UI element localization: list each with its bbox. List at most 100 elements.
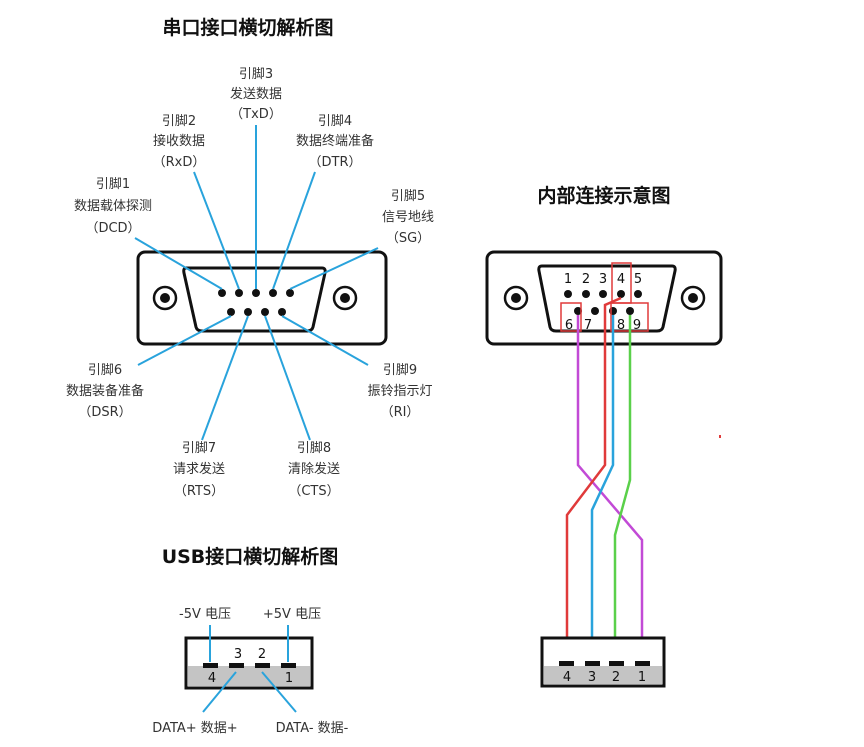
usb-right-contact-4 [559, 661, 574, 666]
wire-blue [590, 315, 615, 662]
wire-green [613, 315, 632, 662]
usb-right-num-2: 2 [612, 670, 620, 685]
pin1-abbr: （DCD） [85, 221, 140, 236]
usb-right-shade [544, 666, 662, 684]
db9-screw-left [152, 285, 178, 311]
db9-right-num-4: 4 [617, 272, 625, 287]
usb-leader-dataminus [261, 671, 297, 713]
usb-left-num-2: 2 [258, 647, 266, 662]
pin2-name: 引脚2 [162, 113, 196, 129]
pin3-desc: 发送数据 [230, 86, 282, 102]
pin3-label: 引脚3 发送数据 （TxD） [230, 66, 282, 122]
usb-dataminus-label: DATA- 数据- [276, 721, 349, 736]
pin6-desc: 数据装备准备 [66, 383, 144, 399]
wires [565, 296, 644, 662]
usb-leader-lines [202, 625, 297, 713]
db9-right-screw-left [503, 285, 529, 311]
db9-right-num-9: 9 [633, 318, 641, 333]
pin2-desc: 接收数据 [153, 133, 205, 149]
pin8-label: 引脚8 清除发送 （CTS） [288, 440, 340, 499]
db9-right-pin-3 [599, 290, 607, 298]
pin1-name: 引脚1 [96, 176, 130, 192]
leader-pin4 [272, 171, 316, 290]
pin9-desc: 振铃指示灯 [367, 384, 432, 399]
usb-connector-right: 4 3 2 1 [540, 636, 666, 688]
pin5-abbr: （SG） [386, 231, 430, 246]
db9-right-pin-8 [609, 307, 617, 315]
usb-minus5v-label: -5V 电压 [179, 607, 231, 622]
usb-right-num-3: 3 [588, 670, 596, 685]
db9-pin-1 [218, 289, 226, 297]
pin1-label: 引脚1 数据载体探测 （DCD） [74, 176, 152, 236]
pin7-abbr: （RTS） [174, 484, 224, 499]
db9-right-num-8: 8 [617, 318, 625, 333]
leader-pin1 [134, 237, 223, 290]
usb-left-num-4: 4 [208, 671, 216, 686]
db9-pin-6 [227, 308, 235, 316]
leader-lines [134, 125, 379, 441]
usb-title: USB接口横切解析图 [162, 545, 339, 568]
usb-left-contact-4 [203, 663, 218, 668]
usb-left-num-3: 3 [234, 647, 242, 662]
stray-red-mark [719, 435, 721, 438]
leader-pin5 [289, 247, 379, 290]
leader-pin2 [193, 171, 240, 290]
usb-connector-left: 3 2 4 1 [184, 636, 314, 690]
pin6-abbr: （DSR） [78, 405, 131, 420]
usb-leader-dataplus [202, 671, 237, 713]
pin8-desc: 清除发送 [288, 461, 340, 477]
db9-pin-3 [252, 289, 260, 297]
pin4-name: 引脚4 [318, 113, 352, 129]
pin6-label: 引脚6 数据装备准备 （DSR） [66, 362, 144, 420]
db9-connector [136, 250, 388, 346]
wire-red [565, 296, 622, 662]
pin7-name: 引脚7 [182, 440, 216, 456]
db9-shell [182, 266, 327, 333]
usb-left-contact-2 [255, 663, 270, 668]
leader-pin8 [264, 315, 311, 441]
pin3-name: 引脚3 [239, 66, 273, 82]
leader-pin6 [137, 315, 232, 366]
usb-plus5v-label: +5V 电压 [263, 607, 321, 622]
db9-screw-right [332, 285, 358, 311]
db9-right-screw-right [680, 285, 706, 311]
pin4-abbr: （DTR） [309, 155, 362, 170]
pin9-label: 引脚9 振铃指示灯 （RI） [367, 362, 432, 420]
db9-right-num-2: 2 [582, 272, 590, 287]
db9-connector-right: 1 2 3 4 5 6 7 8 9 [485, 250, 723, 346]
pin2-abbr: （RxD） [153, 155, 206, 170]
db9-right-pin-5 [634, 290, 642, 298]
internal-title: 内部连接示意图 [537, 184, 670, 207]
db9-right-pin-2 [582, 290, 590, 298]
db9-right-num-6: 6 [565, 318, 573, 333]
serial-title: 串口接口横切解析图 [162, 16, 333, 39]
pin2-label: 引脚2 接收数据 （RxD） [153, 113, 206, 170]
db9-right-shell [537, 264, 677, 333]
pin4-label: 引脚4 数据终端准备 （DTR） [296, 113, 374, 170]
highlight-pin6 [560, 302, 582, 332]
pin9-name: 引脚9 [383, 362, 417, 378]
pin5-label: 引脚5 信号地线 （SG） [382, 188, 434, 246]
pin3-abbr: （TxD） [230, 107, 282, 122]
usb-left-contact-1 [281, 663, 296, 668]
pin7-desc: 请求发送 [173, 461, 225, 477]
usb-left-num-1: 1 [285, 671, 293, 686]
usb-right-num-4: 4 [563, 670, 571, 685]
usb-left-contact-3 [229, 663, 244, 668]
usb-right-num-1: 1 [638, 670, 646, 685]
pin4-desc: 数据终端准备 [296, 133, 374, 149]
usb-dataplus-label: DATA+ 数据+ [152, 721, 237, 736]
db9-pin-4 [269, 289, 277, 297]
pin7-label: 引脚7 请求发送 （RTS） [173, 440, 225, 499]
wire-purple [576, 315, 644, 662]
usb-right-contact-1 [635, 661, 650, 666]
pin5-desc: 信号地线 [382, 210, 434, 225]
pin1-desc: 数据载体探测 [74, 199, 152, 214]
pin9-abbr: （RI） [381, 405, 420, 420]
db9-right-pin-7 [591, 307, 599, 315]
db9-right-pin-4 [617, 290, 625, 298]
db9-pin-7 [244, 308, 252, 316]
db9-pin-2 [235, 289, 243, 297]
usb-right-contact-3 [585, 661, 600, 666]
